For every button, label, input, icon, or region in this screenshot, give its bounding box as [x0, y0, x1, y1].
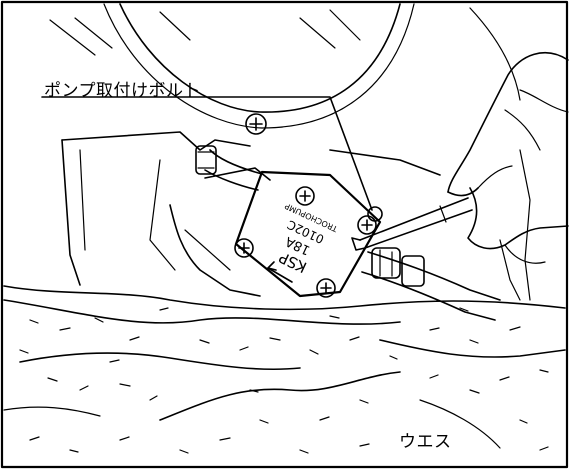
pump-mounting-bolt-icon: [367, 206, 383, 222]
bolt-leader-line: [41, 96, 373, 211]
trochoid-pump: KSP 18A 0102C TROCHOPUMP: [234, 170, 383, 298]
pump-bolt-label: ポンプ取付けボルト: [44, 81, 201, 101]
fuel-hose-left: [195, 145, 263, 191]
housing-screw-icon: [245, 113, 267, 135]
rag-cloth: [3, 285, 566, 454]
pump-body: [169, 167, 271, 297]
pump-plate-bolt-icon: [234, 186, 377, 298]
fuel-hose-right: [361, 247, 501, 321]
rag-label: ウエス: [396, 427, 455, 452]
engine-case: [61, 131, 531, 301]
hand-with-screwdriver: [351, 51, 569, 264]
flywheel-housing: [49, 3, 521, 129]
pump-arrow-icon: [267, 267, 293, 283]
